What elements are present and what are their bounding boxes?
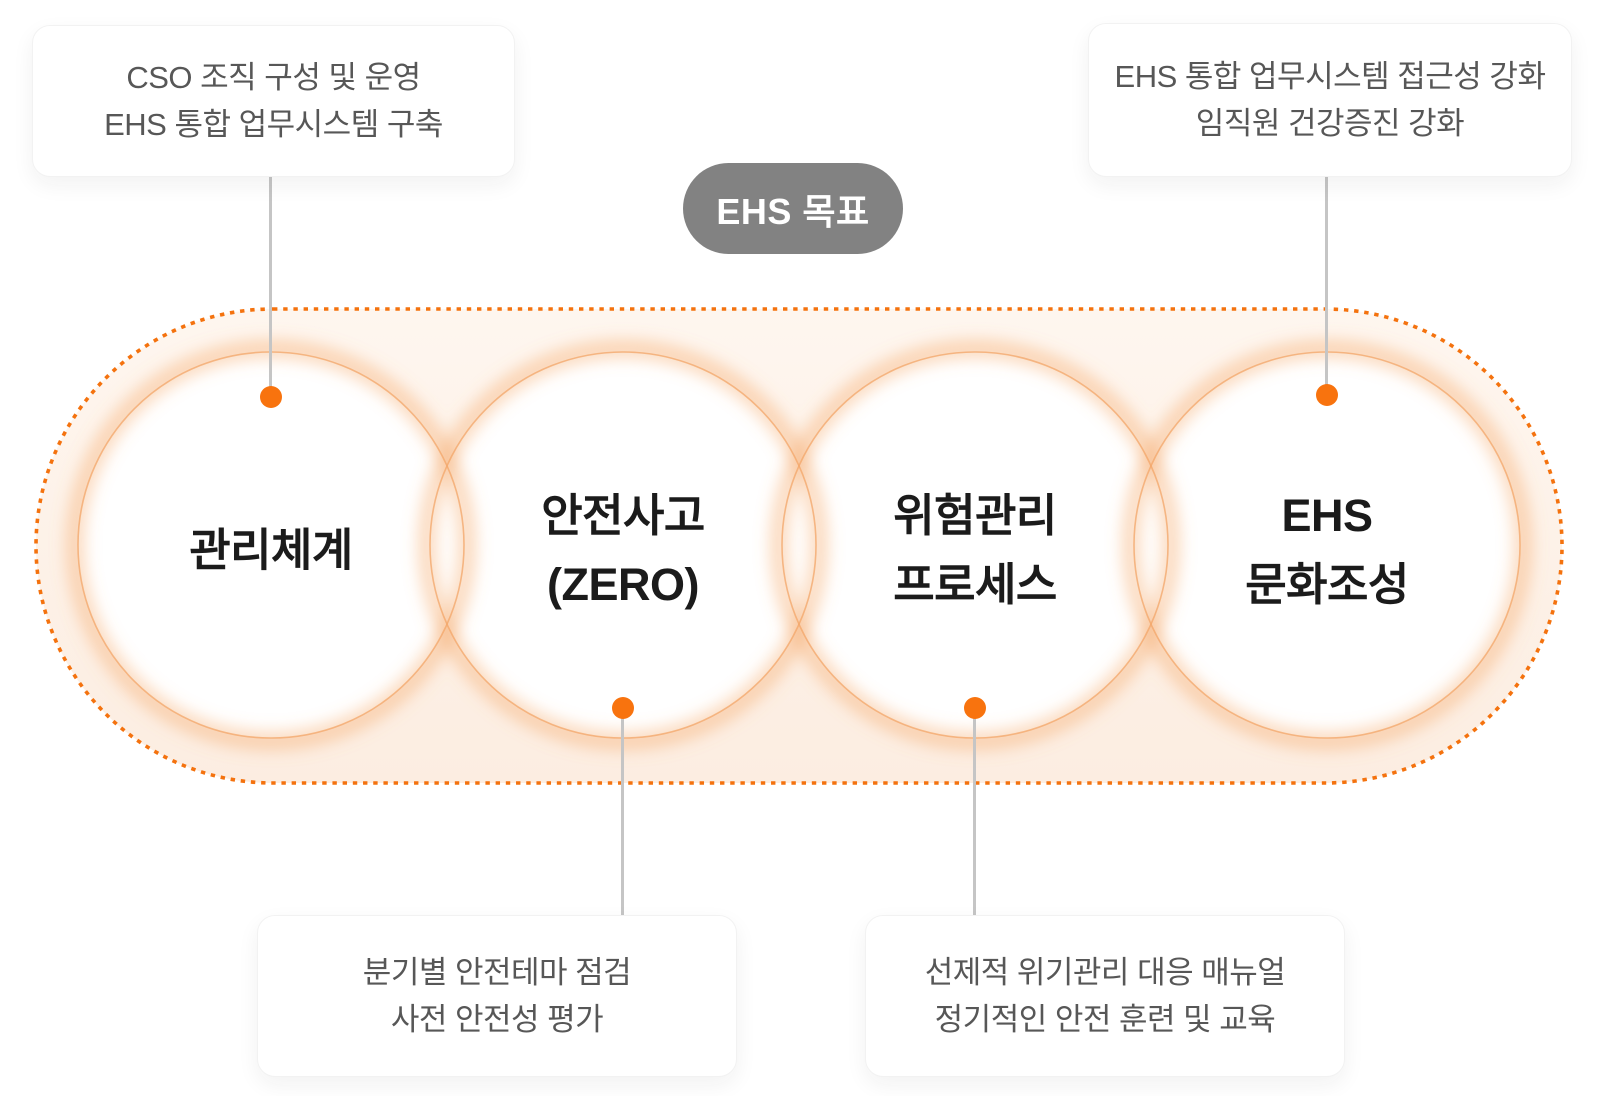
callout-text-line: 분기별 안전테마 점검: [362, 955, 632, 990]
callout-card-bottom-right: 선제적 위기관리 대응 매뉴얼 정기적인 안전 훈련 및 교육: [865, 915, 1345, 1077]
connector-dot-bottom-right: [964, 697, 986, 719]
callout-text-line: EHS 통합 업무시스템 접근성 강화: [1114, 59, 1546, 94]
connector-line-bottom-right: [973, 708, 976, 915]
callout-card-bottom-left: 분기별 안전테마 점검 사전 안전성 평가: [257, 915, 737, 1077]
goal-circle-management-system: [78, 352, 464, 738]
goal-label-management-system: 관리체계: [189, 516, 353, 585]
goal-label-line: 관리체계: [189, 524, 353, 576]
connector-dot-top-left: [260, 386, 282, 408]
connector-line-bottom-left: [621, 708, 624, 915]
callout-text-line: 선제적 위기관리 대응 매뉴얼: [924, 955, 1286, 990]
goal-label-ehs-culture: EHS 문화조성: [1245, 481, 1409, 619]
goal-circle-ehs-culture: [1134, 352, 1520, 738]
goal-label-line: 프로세스: [893, 559, 1057, 610]
goal-label-line: EHS: [1281, 490, 1373, 541]
goal-label-line: (ZERO): [547, 559, 699, 610]
callout-text-line: EHS 통합 업무시스템 구축: [104, 107, 443, 142]
callout-text-line: 임직원 건강증진 강화: [1195, 106, 1465, 141]
goal-label-risk-process: 위험관리 프로세스: [893, 481, 1057, 619]
connector-dot-bottom-left: [612, 697, 634, 719]
connector-line-top-left: [269, 175, 272, 397]
pill-label: EHS 목표: [716, 190, 870, 232]
goal-label-line: 안전사고: [541, 490, 705, 541]
goal-circle-fills: [78, 352, 1520, 738]
goal-label-line: 문화조성: [1245, 559, 1409, 610]
goal-circle-risk-process: [782, 352, 1168, 738]
ehs-goal-title-pill: EHS 목표: [683, 163, 903, 254]
callout-card-top-left: CSO 조직 구성 및 운영 EHS 통합 업무시스템 구축: [32, 25, 515, 177]
callout-card-top-right: EHS 통합 업무시스템 접근성 강화 임직원 건강증진 강화: [1088, 23, 1572, 177]
connector-dot-top-right: [1316, 384, 1338, 406]
goal-label-safety-accident: 안전사고 (ZERO): [541, 481, 705, 619]
callout-text-line: 정기적인 안전 훈련 및 교육: [934, 1002, 1276, 1037]
goal-circle-safety-accident: [430, 352, 816, 738]
goal-label-line: 위험관리: [893, 490, 1057, 541]
goals-band: [34, 307, 1564, 785]
callout-text-line: 사전 안전성 평가: [390, 1002, 604, 1037]
callout-text-line: CSO 조직 구성 및 운영: [126, 60, 421, 95]
connector-line-top-right: [1325, 175, 1328, 395]
